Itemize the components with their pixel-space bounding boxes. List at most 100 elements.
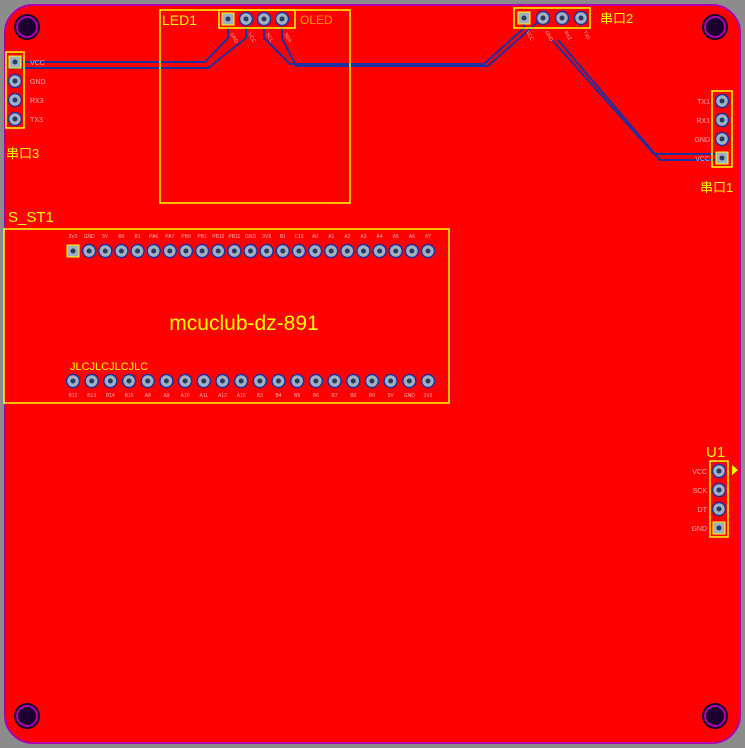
- pad: [275, 243, 291, 259]
- pad: [402, 373, 417, 389]
- pin-label: B4: [275, 393, 281, 399]
- chuankou3-outline: [5, 51, 25, 129]
- pad: [146, 243, 161, 259]
- pad: [711, 482, 727, 498]
- mounting-hole: [14, 14, 40, 40]
- pad: [420, 243, 436, 259]
- pin-label: A2: [344, 234, 350, 240]
- pin-label: VCC: [695, 156, 710, 163]
- pad: [291, 243, 307, 259]
- pad: [372, 243, 387, 259]
- pin-label: B7: [332, 393, 338, 399]
- chuankou2-designator: 串口2: [600, 11, 633, 26]
- pin-label: A12: [218, 393, 227, 399]
- pin-label: RX1: [696, 118, 710, 125]
- s-st1-module: S_ST1 mcuclub-dz-891 JLCJLCJLCJLC 3V3 GND…: [3, 209, 450, 404]
- pad: [98, 243, 113, 259]
- pin-label: 3V3: [424, 393, 433, 399]
- pad: [712, 521, 726, 535]
- pad: [196, 373, 212, 389]
- pin-label: B15: [125, 393, 134, 399]
- pin-label: VCC: [246, 32, 257, 44]
- pad: [84, 373, 99, 389]
- pad: [210, 243, 226, 259]
- pad: [8, 55, 22, 69]
- pin-label: GND: [30, 79, 46, 86]
- pad: [711, 501, 727, 517]
- pad: [81, 243, 97, 259]
- pad: [388, 243, 403, 259]
- pad: [714, 93, 730, 109]
- pin-label: VCC: [524, 30, 535, 42]
- pin-label: 5V: [388, 393, 395, 399]
- pin-label: SCK: [693, 488, 708, 495]
- led1-designator: LED1: [162, 12, 197, 28]
- pin-label: VCC: [30, 60, 45, 67]
- pad: [130, 243, 145, 259]
- pad: [346, 373, 361, 389]
- chuankou2-outline: [513, 7, 591, 29]
- pin-label: A6: [409, 234, 415, 240]
- u1-outline: [709, 460, 729, 538]
- pin-label: VCC: [692, 469, 707, 476]
- pin-label: B3: [257, 393, 263, 399]
- pad: [711, 463, 727, 479]
- pad: [308, 373, 324, 389]
- pad: [340, 243, 355, 259]
- s-st1-designator: S_ST1: [8, 209, 54, 226]
- pad: [256, 11, 272, 27]
- pin-label: A1: [328, 234, 334, 240]
- pin-label: TX2: [581, 30, 591, 41]
- pin-label: A11: [200, 393, 209, 399]
- pad: [66, 244, 80, 258]
- pin-label: PB11: [228, 234, 240, 240]
- brand-label: mcuclub-dz-891: [169, 312, 318, 335]
- pin-label: 3V3: [262, 234, 271, 240]
- jlc-mark: JLCJLCJLCJLC: [70, 361, 148, 373]
- pad: [714, 112, 730, 128]
- pin-label: GND: [245, 234, 257, 240]
- pin-label: 3V3: [69, 234, 78, 240]
- pin-label: GND: [691, 526, 707, 533]
- pin-label: TX3: [30, 117, 43, 124]
- mounting-holes: [14, 14, 728, 729]
- pin-label: A7: [425, 234, 431, 240]
- mounting-hole: [702, 703, 728, 729]
- pad: [178, 243, 194, 259]
- pin-label: GND: [543, 30, 554, 43]
- oled-label: OLED: [300, 13, 333, 27]
- pin-label: DT: [698, 507, 708, 514]
- oled-header-outline: [218, 9, 296, 29]
- pad: [535, 10, 551, 26]
- pad: [233, 373, 249, 389]
- pad: [573, 10, 589, 26]
- u1-pin1-marker: [732, 465, 738, 475]
- pin-label: PB1: [197, 234, 207, 240]
- pin-label: GND: [694, 137, 710, 144]
- pin-label: PB0: [181, 234, 191, 240]
- pin-label: A0: [312, 234, 318, 240]
- pin-label: B1: [280, 234, 286, 240]
- pad: [65, 373, 81, 389]
- pad: [715, 151, 729, 165]
- pin-label: B1: [134, 234, 140, 240]
- pad: [243, 243, 258, 259]
- pin-label: B5: [294, 393, 300, 399]
- pin-label: A5: [393, 234, 399, 240]
- pad: [383, 373, 398, 389]
- pad: [114, 243, 129, 259]
- pad: [177, 373, 193, 389]
- pin-label: A9: [163, 393, 169, 399]
- pad: [7, 73, 23, 89]
- pin-label: C13: [294, 234, 303, 240]
- pin-label: B0: [118, 234, 124, 240]
- pin-label: SDA: [282, 32, 293, 44]
- chuankou1-designator: 串口1: [700, 180, 733, 195]
- pad: [420, 373, 436, 389]
- pin-label: B9: [369, 393, 375, 399]
- pin-label: SCL: [264, 32, 274, 44]
